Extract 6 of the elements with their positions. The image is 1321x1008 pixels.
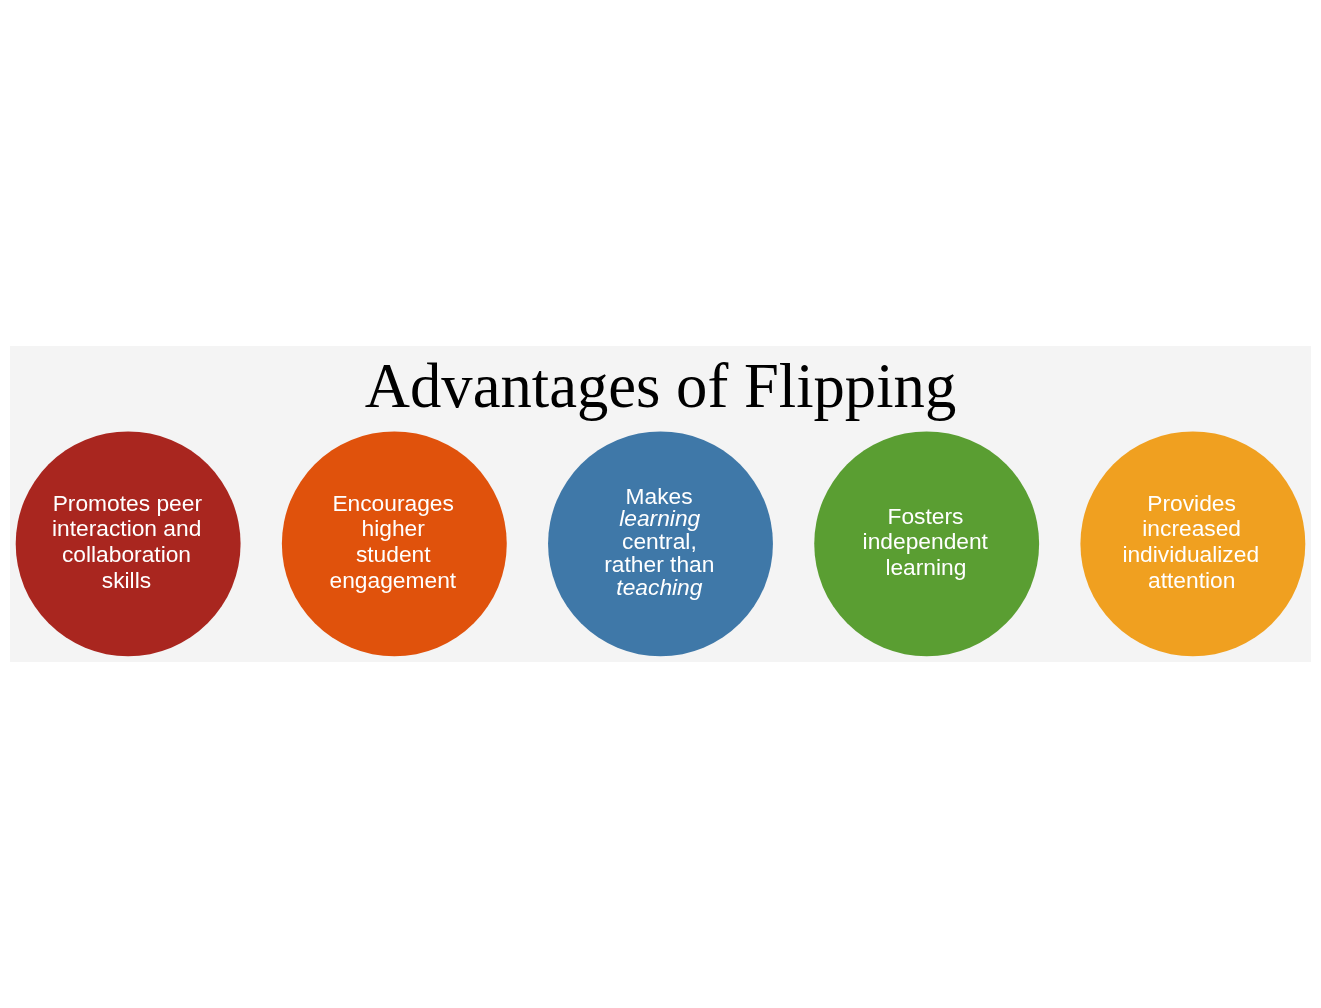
node-circle: Makes learning central, rather than teaching — [548, 431, 773, 657]
node-circle: Fosters independent learning — [814, 431, 1040, 657]
node-circle: Provides increased individualized attention — [1080, 431, 1306, 657]
diagram-title: Advantages of Flipping — [364, 351, 957, 422]
node-circle: Promotes peer interaction and collaboration skills — [15, 431, 241, 657]
node-circle: Encourages higher student engagement — [281, 431, 507, 657]
